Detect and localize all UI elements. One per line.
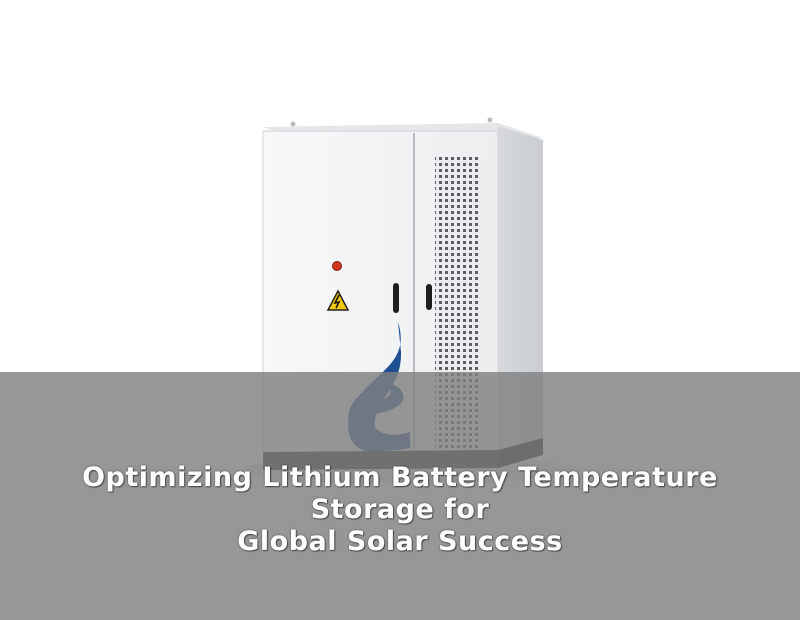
caption-line-1: Optimizing Lithium Battery Temperature S…	[82, 462, 718, 525]
top-bolt	[487, 117, 493, 123]
top-bolt	[290, 121, 296, 127]
caption-overlay	[0, 372, 800, 620]
caption-line-2: Global Solar Success	[237, 526, 563, 557]
door-handle-right	[426, 284, 432, 310]
cabinet-side-panel	[498, 126, 543, 450]
high-voltage-warning-icon	[326, 289, 350, 311]
emergency-stop-icon	[332, 261, 342, 271]
door-handle-left	[393, 283, 399, 313]
caption-title: Optimizing Lithium Battery Temperature S…	[20, 462, 780, 558]
